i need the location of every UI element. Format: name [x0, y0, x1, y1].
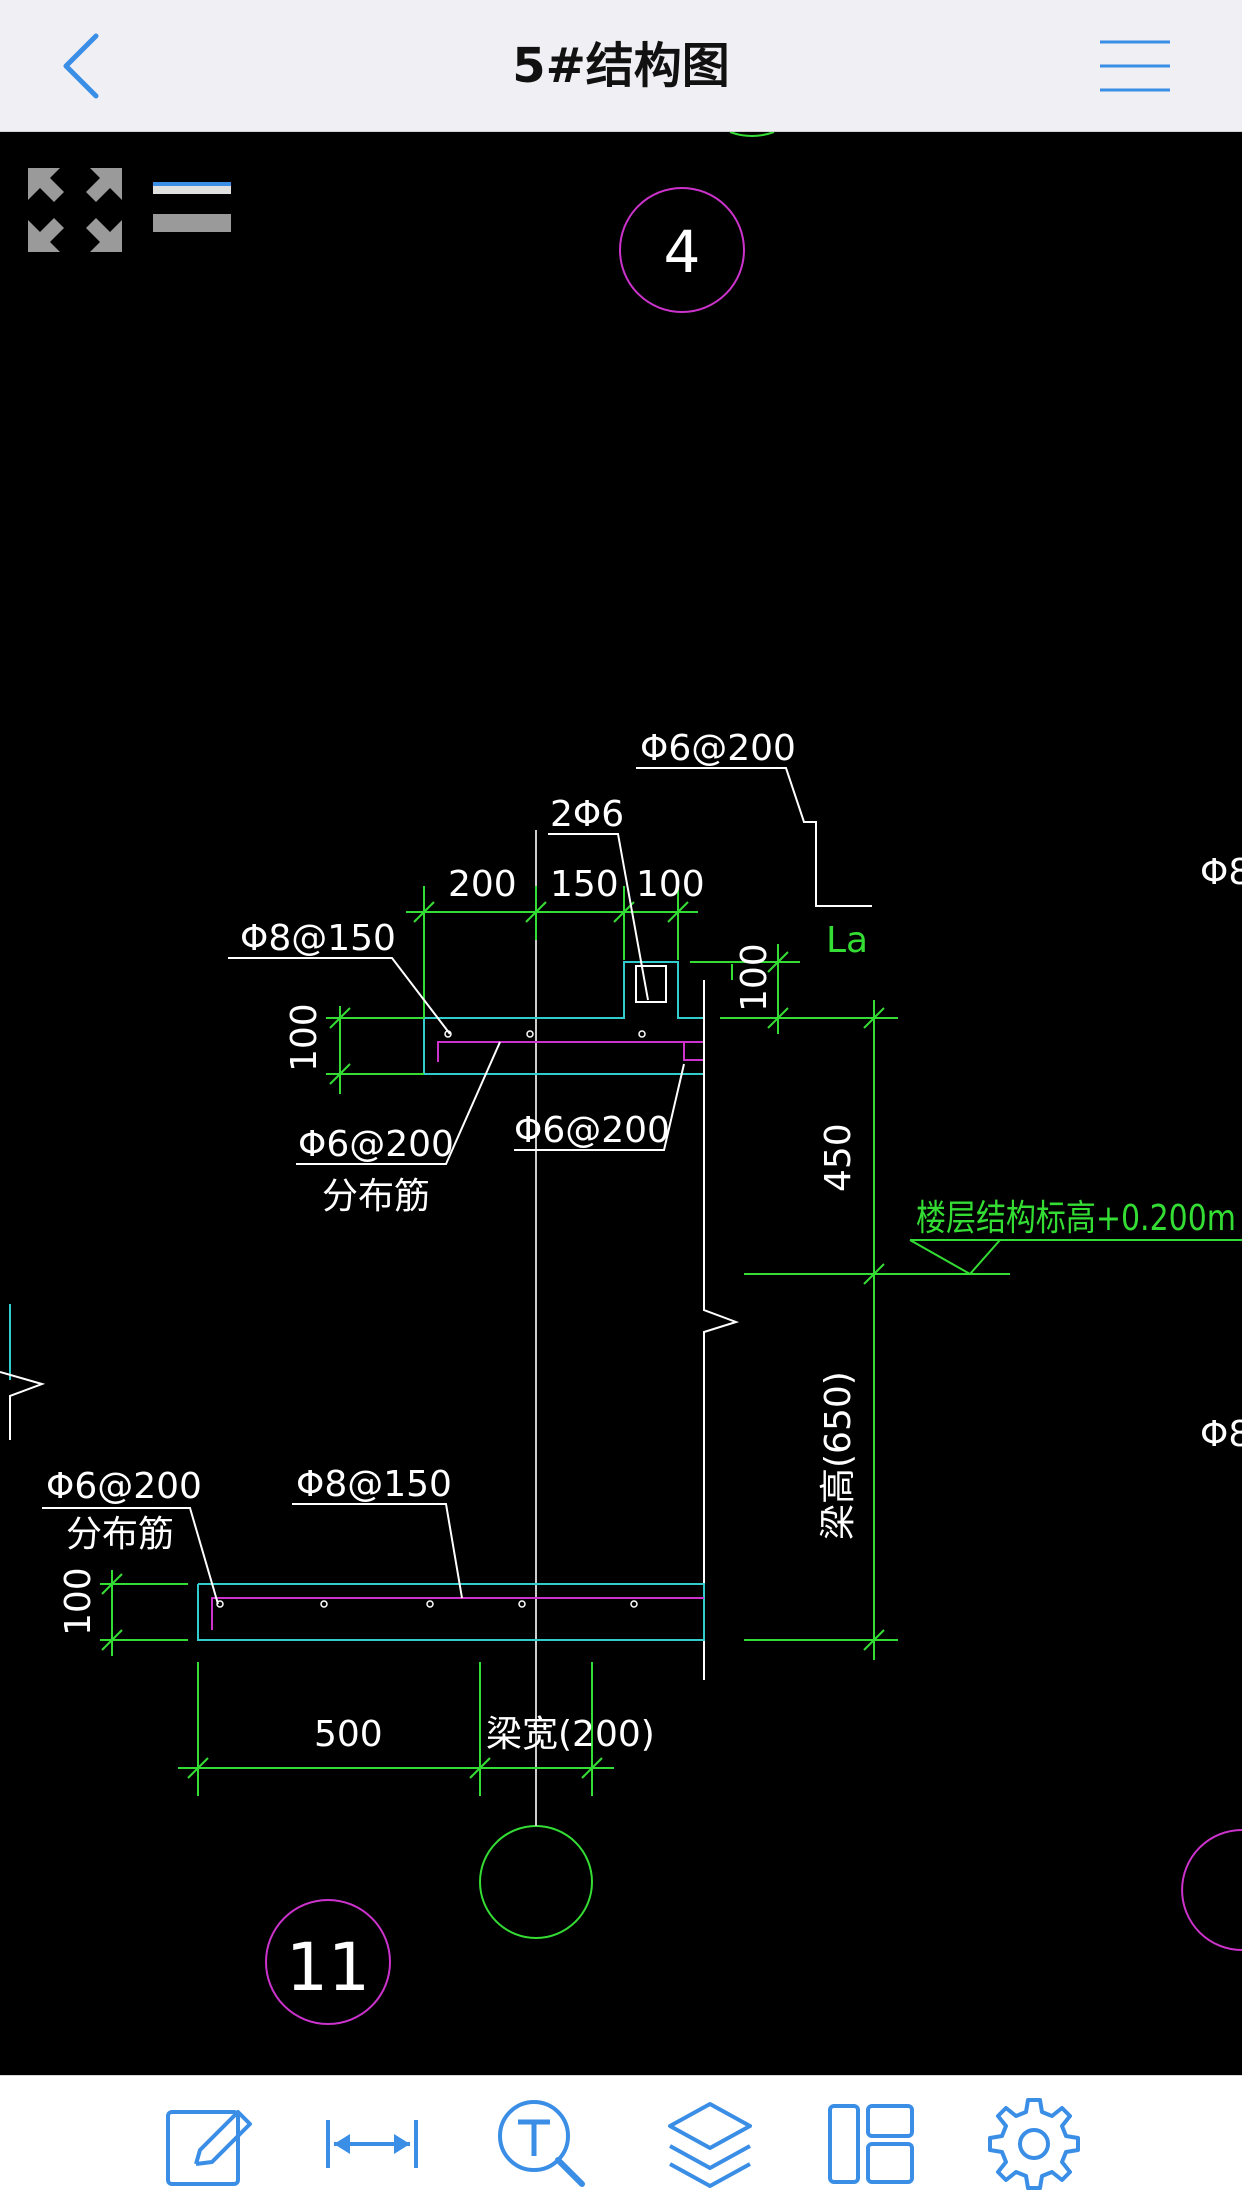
bottom-slab-rebar [211, 1597, 704, 1630]
leader-lines [42, 767, 872, 1605]
label-phi6-200-top: Φ6@200 [640, 728, 796, 769]
label-2phi6: 2Φ6 [550, 794, 624, 835]
settings-tool-button[interactable] [984, 2094, 1084, 2194]
label-dist-rebar-1: 分布筋 [322, 1176, 430, 1217]
dim-500: 500 [314, 1714, 383, 1755]
edit-tool-button[interactable] [158, 2094, 258, 2194]
layers-icon [668, 2102, 752, 2188]
dim-450: 450 [818, 1123, 859, 1192]
label-beam-height: 梁高(650) [818, 1371, 859, 1540]
hamburger-menu-icon [1100, 40, 1170, 92]
label-phi8-edge-1: Φ8 [1200, 852, 1242, 893]
rebar-dot [426, 1600, 434, 1608]
label-phi6-200-dist: Φ6@200 [298, 1124, 454, 1165]
top-partial-circle [729, 132, 775, 137]
bottom-slab-outline [197, 1583, 705, 1641]
dim-150: 150 [550, 864, 619, 905]
dim-100-bottom: 100 [58, 1567, 99, 1636]
measure-tool-button[interactable] [322, 2094, 422, 2194]
axis-bubble-11 [265, 1899, 391, 2025]
dim-100-right: 100 [734, 943, 775, 1012]
drawing-canvas[interactable]: 4 11 [0, 132, 1242, 2075]
bottom-toolbar [0, 2075, 1242, 2208]
layout-tool-button[interactable] [822, 2094, 922, 2194]
back-button[interactable] [40, 26, 130, 106]
nav-bar: 5#结构图 [0, 0, 1242, 132]
text-search-tool-button[interactable] [492, 2094, 592, 2194]
label-phi8-edge-2: Φ8 [1200, 1414, 1242, 1455]
layers-tool-button[interactable] [660, 2094, 760, 2194]
fullscreen-button[interactable] [20, 160, 130, 260]
chevron-left-icon [63, 33, 99, 99]
two-bars-icon [153, 182, 231, 232]
cad-drawing: 4 11 [0, 132, 1242, 2025]
edit-pencil-icon [166, 2110, 252, 2186]
label-phi8-150-top: Φ8@150 [240, 918, 396, 959]
label-la: La [826, 920, 868, 961]
axis-label-4: 4 [664, 218, 701, 286]
label-dist-rebar-2: 分布筋 [66, 1514, 174, 1555]
rebar-dot [638, 1030, 646, 1038]
beam-side-line [703, 980, 740, 1680]
rebar-dot [320, 1600, 328, 1608]
settings-gear-icon [988, 2098, 1080, 2190]
top-dimensions [100, 886, 1242, 1796]
label-phi6-200-mid: Φ6@200 [514, 1110, 670, 1151]
rebar-dot [518, 1600, 526, 1608]
dim-100-top: 100 [636, 864, 705, 905]
dim-200: 200 [448, 864, 517, 905]
drawing-labels: Φ6@200 2Φ6 200 150 100 Φ8@150 Φ6@200 分布筋… [46, 728, 1242, 1755]
top-slab-rebar [437, 1041, 705, 1062]
layers-toggle-button[interactable] [145, 168, 245, 248]
measure-arrow-icon [326, 2120, 418, 2168]
label-phi6-200-bottom: Φ6@200 [46, 1466, 202, 1507]
rebar-dot [630, 1600, 638, 1608]
left-edge-break [0, 1371, 46, 1440]
page-title: 5#结构图 [512, 38, 730, 94]
axis-label-11: 11 [286, 1929, 370, 2006]
axis-bubble-4 [619, 187, 745, 313]
menu-button[interactable] [1080, 26, 1190, 106]
layout-icon [828, 2104, 914, 2184]
top-slab-outline [423, 961, 705, 1075]
label-phi8-150-bottom: Φ8@150 [296, 1464, 452, 1505]
expand-arrows-icon [28, 168, 122, 252]
upstand-rebar [635, 965, 667, 1003]
dim-100-left: 100 [284, 1003, 325, 1072]
axis-bubble-bottom [479, 1825, 593, 1939]
right-edge-circle [1181, 1829, 1242, 1951]
label-beam-width: 梁宽(200) [486, 1714, 655, 1755]
text-search-icon [498, 2100, 585, 2187]
label-floor-elevation: 楼层结构标高+0.200m [916, 1198, 1236, 1239]
rebar-dot [526, 1030, 534, 1038]
